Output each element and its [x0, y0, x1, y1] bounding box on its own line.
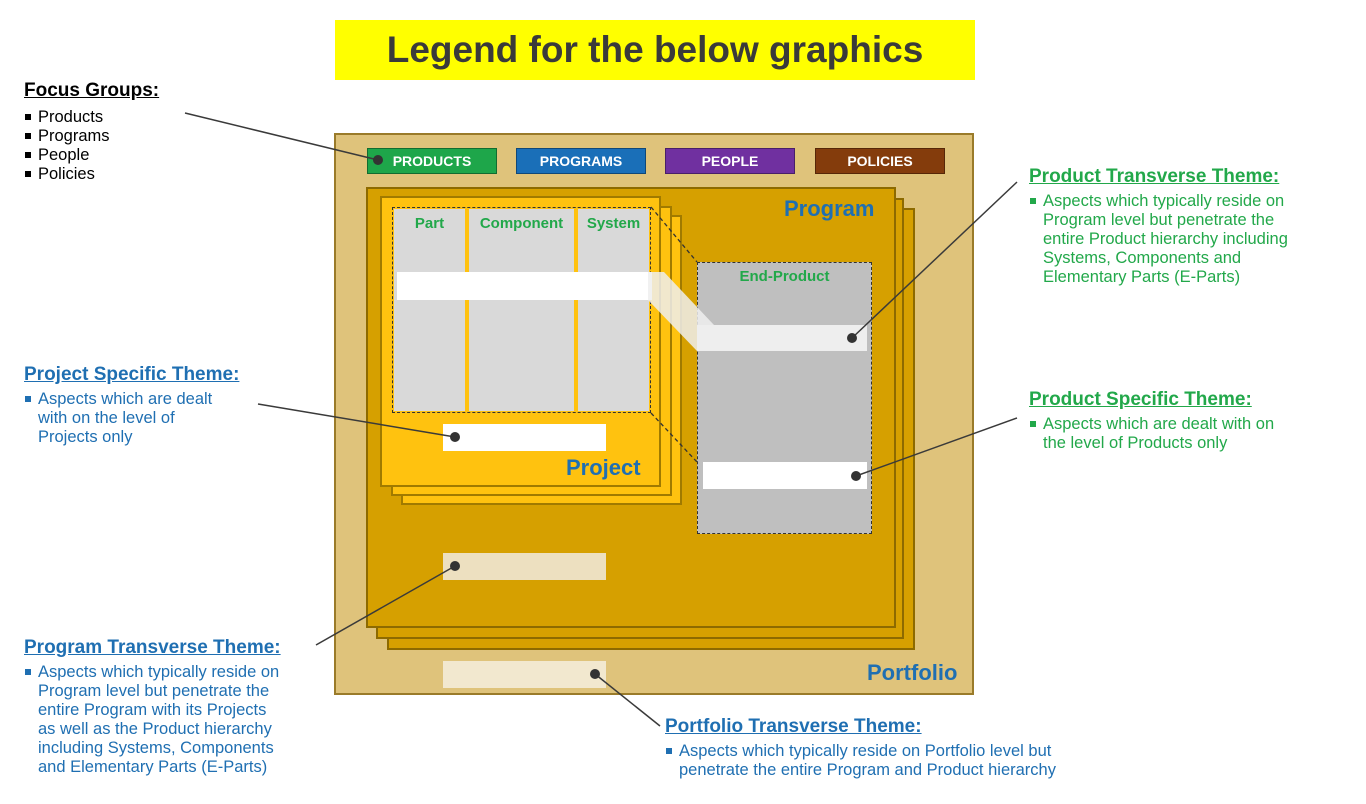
end-product-label: End-Product — [739, 268, 830, 285]
legend-description: Aspects which typically reside on Portfo… — [665, 742, 1056, 780]
legend-line: the level of Products only — [1043, 434, 1228, 452]
product-specific-heading: Product Specific Theme: — [1029, 389, 1252, 410]
legend-line: with on the level of — [38, 409, 175, 427]
portfolio-transverse-heading: Portfolio Transverse Theme: — [665, 716, 922, 737]
component-column — [469, 209, 574, 411]
product-specific-legend: Product Specific Theme: Aspects which ar… — [1029, 389, 1274, 453]
policies-focus-button[interactable]: POLICIES — [815, 148, 945, 174]
legend-line: Systems, Components and — [1043, 249, 1242, 267]
legend-line: Aspects which typically reside on — [1043, 192, 1285, 210]
system-column — [578, 209, 649, 411]
legend-line: Program level but penetrate the — [1043, 211, 1275, 229]
project-specific-heading: Project Specific Theme: — [24, 364, 240, 385]
focus-groups-heading: Focus Groups: — [24, 80, 160, 101]
project-specific-legend: Project Specific Theme: Aspects which ar… — [24, 364, 239, 447]
legend-line: Aspects which are dealt with on — [1043, 415, 1275, 433]
legend-line: Projects only — [38, 428, 133, 446]
part-column — [394, 209, 465, 411]
part-column-label: Part — [414, 215, 445, 232]
project-label: Project — [566, 455, 641, 480]
legend-description: Aspects which are dealt with on the leve… — [24, 390, 239, 447]
legend-description: Aspects which are dealt with on the leve… — [1029, 415, 1274, 453]
legend-line: penetrate the entire Program and Product… — [679, 761, 1056, 779]
programs-focus-button[interactable]: PROGRAMS — [516, 148, 646, 174]
focus-group-item: Products — [24, 108, 159, 127]
system-column-label: System — [586, 215, 641, 232]
focus-groups-legend: Focus Groups: Products Programs People P… — [24, 80, 159, 184]
legend-line: and Elementary Parts (E-Parts) — [38, 758, 268, 776]
focus-group-item: People — [24, 146, 159, 165]
legend-line: Aspects which typically reside on Portfo… — [679, 742, 1052, 760]
products-focus-button[interactable]: PRODUCTS — [367, 148, 497, 174]
legend-description: Aspects which typically reside on Progra… — [24, 663, 281, 777]
focus-group-item: Policies — [24, 165, 159, 184]
people-focus-button[interactable]: PEOPLE — [665, 148, 795, 174]
legend-line: entire Product hierarchy including — [1043, 230, 1288, 248]
product-transverse-heading: Product Transverse Theme: — [1029, 166, 1280, 187]
legend-description: Aspects which typically reside on Progra… — [1029, 192, 1288, 287]
program-transverse-heading: Program Transverse Theme: — [24, 637, 281, 658]
portfolio-label: Portfolio — [867, 660, 958, 685]
legend-line: Program level but penetrate the — [38, 682, 270, 700]
focus-group-item: Programs — [24, 127, 159, 146]
program-transverse-legend: Program Transverse Theme: Aspects which … — [24, 637, 281, 777]
legend-line: Aspects which typically reside on — [38, 663, 280, 681]
product-transverse-legend: Product Transverse Theme: Aspects which … — [1029, 166, 1288, 287]
legend-line: including Systems, Components — [38, 739, 274, 757]
end-product-box — [697, 262, 872, 534]
component-column-label: Component — [479, 215, 564, 232]
legend-line: Aspects which are dealt — [38, 390, 213, 408]
legend-title: Legend for the below graphics — [335, 20, 975, 80]
portfolio-transverse-legend: Portfolio Transverse Theme: Aspects whic… — [665, 716, 1056, 780]
legend-line: Elementary Parts (E-Parts) — [1043, 268, 1241, 286]
legend-line: entire Program with its Projects — [38, 701, 267, 719]
legend-line: as well as the Product hierarchy — [38, 720, 272, 738]
program-label: Program — [784, 196, 875, 221]
